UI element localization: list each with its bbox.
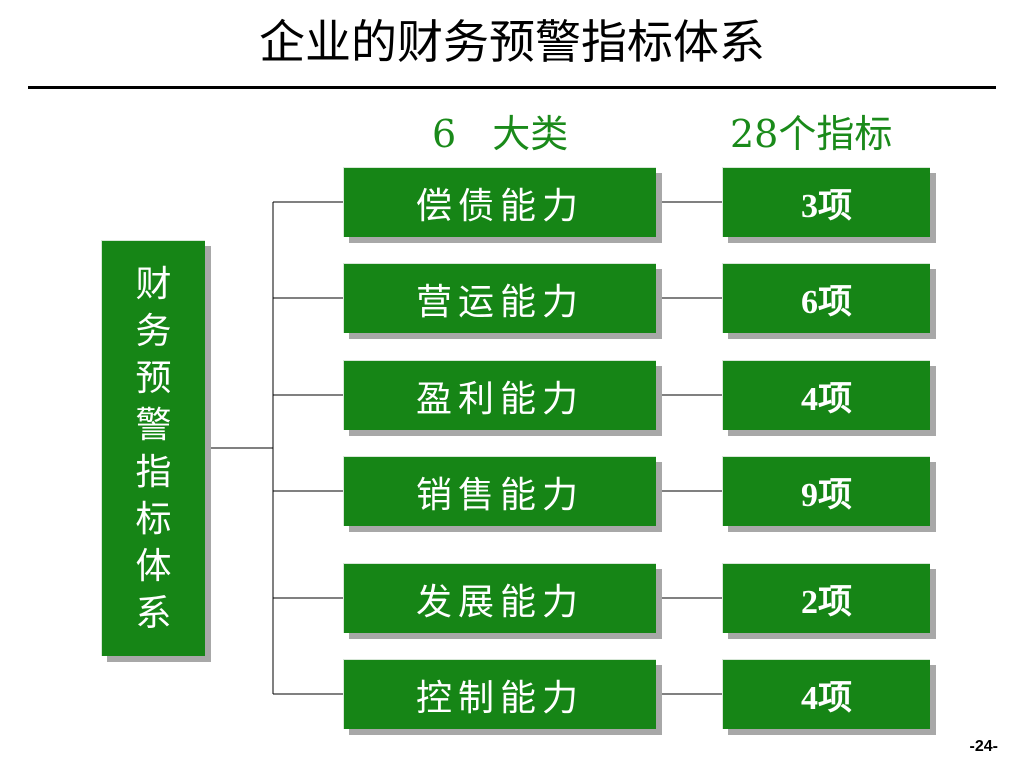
root-node-char: 体 xyxy=(135,545,172,587)
category-box-development: 发展能力 xyxy=(343,563,656,633)
root-node-char: 务 xyxy=(135,310,172,352)
category-label: 营运能力 xyxy=(415,281,584,323)
count-box-control: 4项 xyxy=(722,659,930,729)
root-node-char: 警 xyxy=(135,404,172,446)
categories-heading: 6 大类 xyxy=(432,112,569,156)
category-box-solvency: 偿债能力 xyxy=(343,167,656,237)
count-label: 3项 xyxy=(801,188,852,225)
root-node-char: 预 xyxy=(135,357,172,399)
indicators-heading: 28个指标 xyxy=(730,112,893,156)
category-label: 盈利能力 xyxy=(415,378,584,420)
category-box-sales: 销售能力 xyxy=(343,456,656,526)
category-label: 偿债能力 xyxy=(415,185,584,227)
count-box-operating: 6项 xyxy=(722,263,930,333)
page-title: 企业的财务预警指标体系 xyxy=(259,15,765,69)
count-label: 9项 xyxy=(801,477,852,514)
root-node-char: 指 xyxy=(135,451,172,493)
title-divider xyxy=(28,86,996,89)
root-node-char: 财 xyxy=(135,263,172,305)
count-label: 4项 xyxy=(801,680,852,717)
count-label: 4项 xyxy=(801,381,852,418)
count-box-solvency: 3项 xyxy=(722,167,930,237)
root-node-box: 财务预警指标体系 xyxy=(101,240,205,656)
root-node-char: 系 xyxy=(135,592,172,634)
root-node-char: 标 xyxy=(135,498,172,540)
page-number: -24- xyxy=(969,738,998,755)
count-box-sales: 9项 xyxy=(722,456,930,526)
category-box-operating: 营运能力 xyxy=(343,263,656,333)
category-box-control: 控制能力 xyxy=(343,659,656,729)
count-label: 6项 xyxy=(801,284,852,321)
category-label: 发展能力 xyxy=(415,581,584,623)
category-label: 控制能力 xyxy=(415,677,584,719)
category-box-profitability: 盈利能力 xyxy=(343,360,656,430)
count-box-development: 2项 xyxy=(722,563,930,633)
root-node-label: 财务预警指标体系 xyxy=(135,261,171,637)
count-box-profitability: 4项 xyxy=(722,360,930,430)
category-label: 销售能力 xyxy=(415,474,584,516)
count-label: 2项 xyxy=(801,584,852,621)
